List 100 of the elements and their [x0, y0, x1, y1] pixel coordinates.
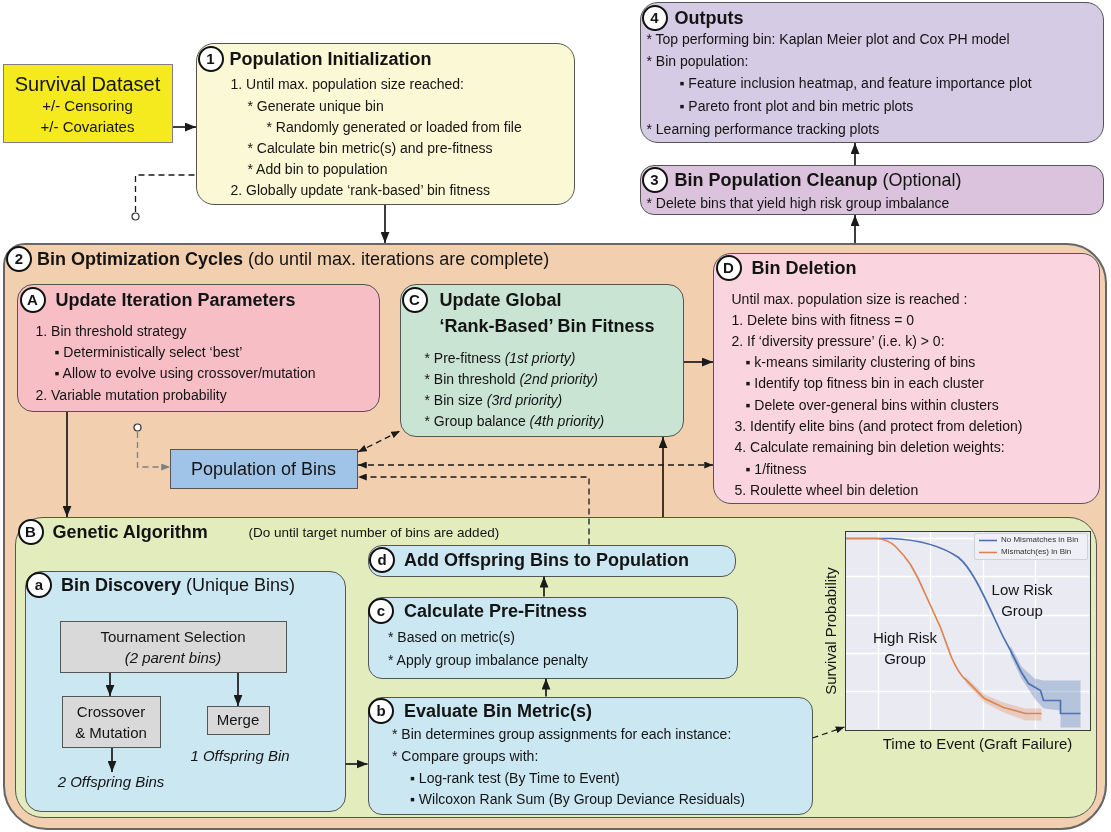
step-number: d: [369, 547, 395, 573]
step-number: 4: [641, 4, 668, 31]
open-circle-icon: [131, 212, 140, 221]
box-title: Bin Optimization Cycles (do until max. iterations are complete): [37, 248, 550, 271]
box-label: (2 parent bins): [124, 647, 222, 668]
dataset-box: [3, 64, 173, 143]
box-title: Update Iteration Parameters: [55, 288, 296, 312]
arrow: [380, 204, 390, 244]
list-item: * Randomly generated or loaded from file: [266, 117, 522, 136]
box-title: Bin Population Cleanup (Optional): [674, 168, 962, 192]
box-title: Evaluate Bin Metric(s): [404, 700, 593, 723]
list-item: 1. Bin threshold strategy: [35, 321, 187, 340]
list-item: ▪ Log-rank test (By Time to Event): [410, 769, 620, 787]
list-item: ▪ Identify top fitness bin in each cluster: [745, 373, 984, 392]
list-item: 2. Globally update ‘rank-based’ bin fitness: [230, 180, 490, 199]
box-title: Add Offspring Bins to Population: [404, 549, 689, 572]
dashed-arrow: [811, 726, 846, 739]
legend-text: Mismatch(es) in Bin: [1001, 547, 1072, 557]
list-item: * Top performing bin: Kaplan Meier plot and Cox PH model: [646, 29, 1010, 48]
box-title: Update Global ‘Rank-Based’ Bin Fitness: [439, 288, 656, 338]
arrow: [541, 677, 551, 698]
note-text: (Do until target number of bins are added): [248, 523, 500, 542]
box-title: Genetic Algorithm: [52, 520, 208, 544]
step-number: A: [19, 286, 46, 313]
box-label: Crossover & Mutation: [74, 701, 148, 743]
axis-title: Time to Event (Graft Failure): [882, 733, 1073, 754]
list-item: ▪ 1/fitness: [745, 459, 807, 478]
process-box: [17, 284, 380, 412]
list-item: ▪ Deterministically select ‘best’: [54, 342, 243, 361]
arrow: [850, 214, 860, 244]
step-number: D: [715, 254, 742, 281]
legend-text: No Mismatches in Bin: [1001, 535, 1079, 545]
open-circle-icon: [133, 423, 142, 432]
list-item: * Learning performance tracking plots: [646, 119, 880, 138]
list-item: ▪ k-means similarity clustering of bins: [745, 352, 976, 371]
step-number: C: [401, 286, 428, 313]
arrow: [683, 357, 714, 367]
list-item: * Delete bins that yield high risk group imbalance: [646, 193, 950, 212]
list-item: 4. Calculate remaining bin deletion weights:: [734, 437, 1005, 456]
box-title: Survival Dataset: [14, 71, 161, 96]
box-label: +/- Covariates: [40, 116, 135, 137]
list-item: ▪ Feature inclusion heatmap, and feature importance plot: [679, 73, 1032, 92]
list-item: 1. Delete bins with fitness = 0: [731, 310, 914, 329]
list-item: * Bin threshold (2nd priority): [424, 369, 599, 388]
arrow: [62, 411, 72, 518]
curve-label: High Risk Group: [871, 628, 939, 669]
operation-box: [207, 706, 270, 735]
step-number: a: [26, 572, 52, 598]
process-box: [196, 43, 575, 205]
dashed-arrow: [357, 461, 714, 469]
operation-box: [60, 621, 287, 673]
arrow: [105, 672, 115, 697]
list-item: * Generate unique bin: [247, 96, 384, 115]
list-item: * Bin determines group assignments for each instance:: [392, 725, 732, 743]
list-item: * Based on metric(s): [388, 628, 515, 646]
arrow: [658, 436, 668, 518]
process-box: [713, 253, 1100, 504]
data-store-box: [170, 449, 358, 489]
list-item: * Add bin to population: [247, 159, 388, 178]
box-title: Bin Discovery (Unique Bins): [61, 574, 296, 597]
box-title: Outputs: [674, 6, 744, 30]
box-label: Tournament Selection: [100, 626, 246, 647]
list-item: Until max. population size is reached :: [731, 289, 968, 308]
list-item: * Compare groups with:: [392, 747, 539, 765]
list-item: ▪ Delete over-general bins within clusters: [745, 395, 999, 414]
curve-label: Low Risk Group: [990, 580, 1054, 621]
algorithm-panel: [15, 517, 1097, 818]
dashed-arrow: [357, 473, 590, 546]
list-item: 2. Variable mutation probability: [35, 385, 227, 404]
process-box: [367, 696, 813, 815]
step-number: c: [368, 598, 394, 624]
list-item: 3. Identify elite bins (and protect from deletion): [734, 416, 1023, 435]
box-title: Population Initialization: [229, 47, 432, 71]
box-label: +/- Censoring: [42, 95, 133, 116]
list-item: * Bin population:: [646, 51, 749, 70]
list-item: 1. Until max. population size reached:: [230, 74, 464, 93]
box-title: Calculate Pre-Fitness: [404, 600, 588, 623]
step-number: B: [17, 518, 44, 545]
process-box: [640, 165, 1104, 215]
process-box: [400, 284, 684, 437]
list-item: ▪ Wilcoxon Rank Sum (By Group Deviance Residuals): [410, 790, 745, 808]
list-item: ▪ Allow to evolve using crossover/mutation: [54, 363, 316, 382]
list-item: 2. If ‘diversity pressure’ (i.e. k) > 0:: [731, 331, 945, 350]
process-panel: [24, 570, 346, 812]
dashed-arrow: [357, 430, 401, 453]
arrow: [344, 759, 369, 769]
list-item: * Pre-fitness (1st priorty): [424, 348, 576, 367]
process-box: [367, 596, 738, 679]
process-box: [367, 544, 736, 577]
list-item: 5. Roulette wheel bin deletion: [734, 480, 919, 499]
step-number: 1: [197, 45, 224, 72]
box-label: Merge: [216, 710, 260, 730]
list-item: * Calculate bin metric(s) and pre-fitness: [247, 138, 493, 157]
list-item: * Bin size (3rd priority): [424, 390, 563, 409]
step-number: b: [368, 698, 394, 724]
list-item: * Apply group imbalance penalty: [388, 651, 589, 669]
arrow: [539, 575, 549, 598]
output-box: [640, 2, 1104, 143]
step-number: 3: [641, 166, 668, 193]
arrow: [233, 672, 243, 707]
